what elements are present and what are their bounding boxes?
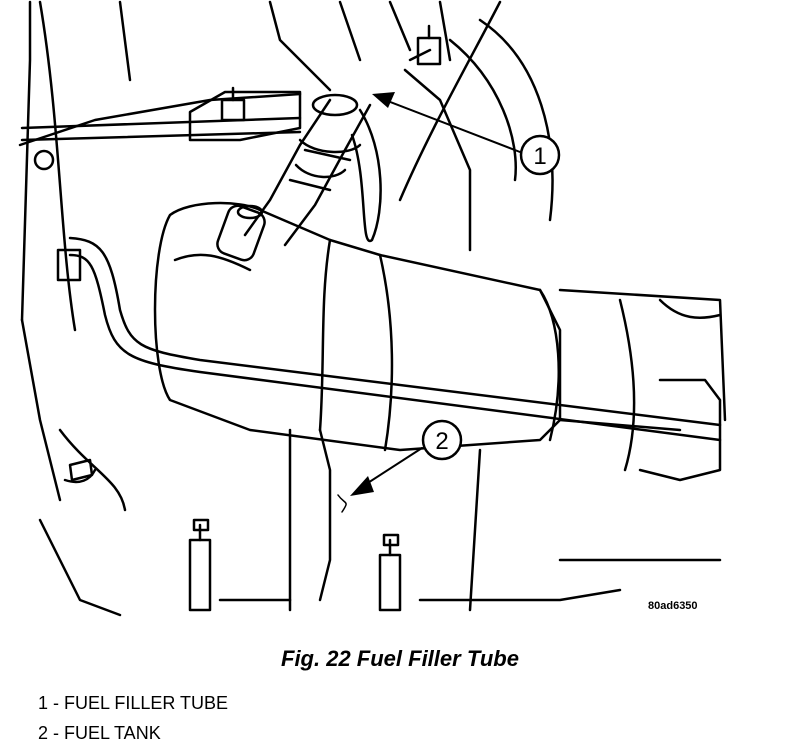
callout-1-number: 1 — [533, 143, 546, 170]
figure-caption: Fig. 22 Fuel Filler Tube — [281, 646, 519, 671]
fuel-filler-tube-illustration: 1 2 80ad6350 — [18, 0, 727, 617]
callout-2-number: 2 — [435, 428, 448, 455]
callout-1-leader — [372, 92, 561, 176]
callout-2-leader — [337, 419, 463, 513]
legend-item-fuel-tank: 2 - FUEL TANK — [38, 723, 161, 743]
upper-cross-member — [18, 86, 302, 171]
vehicle-body-frame — [20, 0, 502, 617]
reference-code: 80ad6350 — [648, 600, 698, 612]
callout-legend: 1 - FUEL FILLER TUBE 2 - FUEL TANK — [38, 688, 228, 748]
filler-neck — [216, 204, 266, 262]
mounting-bolt — [63, 458, 97, 484]
right-body-panel — [403, 18, 554, 252]
legend-item-fuel-filler-tube: 1 - FUEL FILLER TUBE — [38, 693, 229, 713]
tank-strap-rail — [56, 236, 722, 612]
lower-supports — [188, 448, 722, 612]
